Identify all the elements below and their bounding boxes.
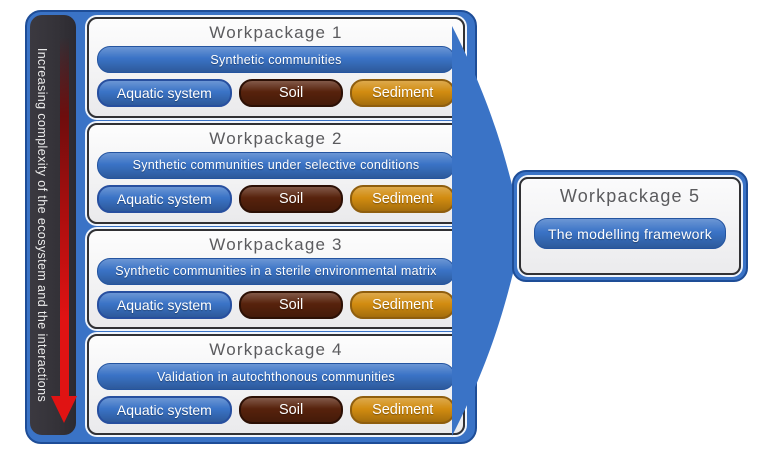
workpackage-1-box: Workpackage 1 Synthetic communities Aqua… xyxy=(87,17,465,118)
workpackage-2-box: Workpackage 2 Synthetic communities unde… xyxy=(87,122,465,224)
sediment-pill: Sediment xyxy=(350,79,455,107)
aquatic-system-pill: Aquatic system xyxy=(97,290,232,319)
aquatic-system-pill: Aquatic system xyxy=(97,184,232,213)
workpackage-1-systems-row: Aquatic system Soil Sediment xyxy=(97,79,455,107)
workpackage-5-box: Workpackage 5 The modelling framework xyxy=(512,170,748,282)
soil-pill: Soil xyxy=(238,396,344,425)
workpackage-4-description-pill: Validation in autochthonous communities xyxy=(97,363,455,391)
workpackage-3-title: Workpackage 3 xyxy=(209,234,343,254)
workpackage-1-description-pill: Synthetic communities xyxy=(97,46,455,73)
soil-pill: Soil xyxy=(238,79,344,107)
workpackage-2-description-pill: Synthetic communities under selective co… xyxy=(97,151,455,179)
workpackage-2-systems-row: Aquatic system Soil Sediment xyxy=(97,184,455,213)
down-arrow-shaft-icon xyxy=(60,37,69,397)
soil-pill: Soil xyxy=(238,184,344,213)
complexity-axis-label: Increasing complexity of the ecosystem a… xyxy=(35,47,49,403)
complexity-axis-bar: Increasing complexity of the ecosystem a… xyxy=(30,15,77,435)
down-arrow-head-icon xyxy=(51,396,77,423)
workpackage-2-title: Workpackage 2 xyxy=(209,128,343,148)
workpackage-5-description-pill: The modelling framework xyxy=(534,218,726,249)
workpackage-5-inner-panel: Workpackage 5 The modelling framework xyxy=(519,177,741,275)
aquatic-system-pill: Aquatic system xyxy=(97,79,232,107)
soil-pill: Soil xyxy=(238,290,344,319)
aquatic-system-pill: Aquatic system xyxy=(97,396,232,425)
workpackage-3-description-pill: Synthetic communities in a sterile envir… xyxy=(97,257,455,285)
workpackage-4-title: Workpackage 4 xyxy=(209,340,343,360)
sediment-pill: Sediment xyxy=(350,184,455,213)
workpackage-5-title: Workpackage 5 xyxy=(559,186,701,206)
sediment-pill: Sediment xyxy=(350,290,455,319)
workpackage-1-title: Workpackage 1 xyxy=(209,23,343,42)
workpackage-3-systems-row: Aquatic system Soil Sediment xyxy=(97,290,455,319)
workpackage-3-box: Workpackage 3 Synthetic communities in a… xyxy=(87,228,465,330)
